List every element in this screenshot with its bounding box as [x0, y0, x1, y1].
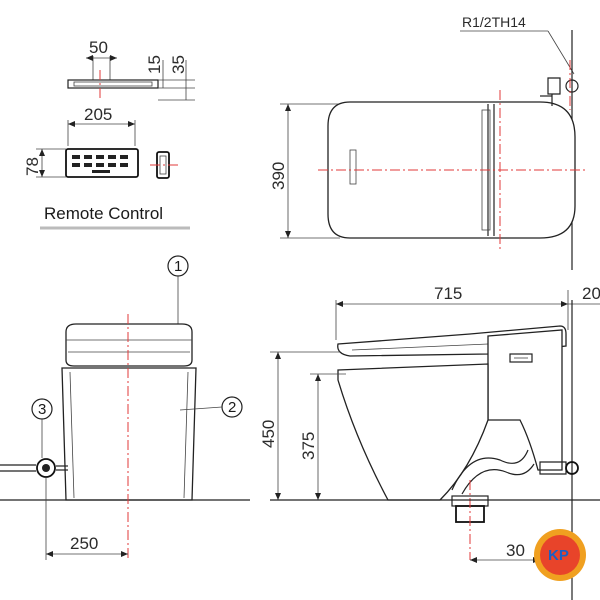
side-dim-20: 20 — [582, 284, 600, 303]
remote-dim-205: 205 — [84, 105, 112, 124]
supply-fitting-icon — [539, 461, 579, 475]
front-view: 1 2 3 250 — [0, 255, 250, 560]
stop-valve-icon — [0, 458, 68, 478]
remote-dim-15: 15 — [145, 55, 164, 74]
front-dim-250: 250 — [70, 534, 98, 553]
side-dim-715: 715 — [434, 284, 462, 303]
side-view: 715 20 450 375 — [259, 284, 600, 600]
remote-control-caption: Remote Control — [44, 204, 163, 223]
remote-front-view: 205 78 — [23, 105, 178, 179]
kp-logo-text: KP — [548, 547, 569, 564]
remote-dim-35: 35 — [169, 55, 188, 74]
remote-caption: Remote Control — [40, 204, 190, 230]
kp-logo: KP — [534, 529, 586, 581]
side-dim-375: 375 — [299, 432, 318, 460]
callout-2-label: 2 — [228, 399, 236, 416]
callout-3-label: 3 — [38, 401, 46, 418]
remote-side-view: 50 15 35 — [67, 38, 195, 101]
pipe-thread-label: R1/2TH14 — [462, 14, 526, 30]
side-dim-30: 30 — [506, 541, 525, 560]
plan-view: R1/2TH14 390 — [269, 14, 585, 270]
callout-1-label: 1 — [174, 258, 182, 275]
remote-dim-78: 78 — [23, 157, 42, 176]
plan-dim-390: 390 — [269, 162, 288, 190]
remote-dim-50: 50 — [89, 38, 108, 57]
side-dim-450: 450 — [259, 420, 278, 448]
remote-buttons — [72, 155, 128, 173]
